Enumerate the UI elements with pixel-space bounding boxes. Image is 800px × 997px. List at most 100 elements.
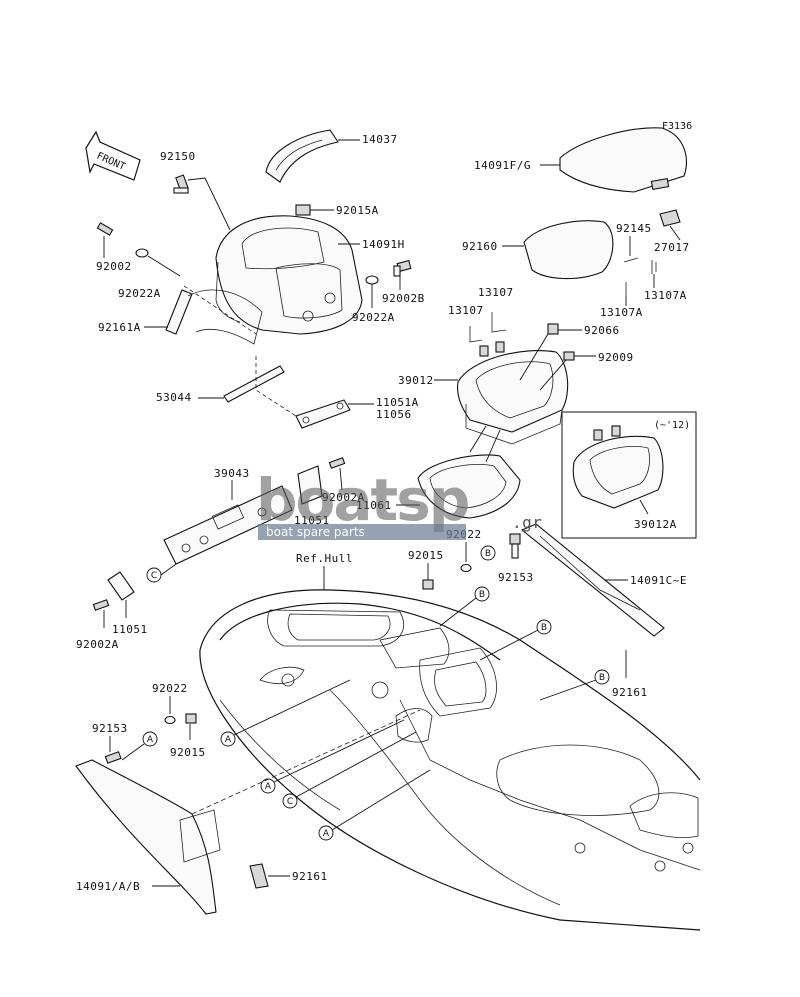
callout-c-2 xyxy=(282,793,298,809)
screw-92009-icon xyxy=(563,351,575,361)
pins-13107A-icon xyxy=(625,260,657,296)
watermark-tagline: boat spare parts xyxy=(266,525,365,539)
gasket-92160-icon xyxy=(523,220,614,280)
label-92145: 92145 xyxy=(616,222,652,235)
variant-note: (~'12) xyxy=(654,420,690,431)
label-27017: 27017 xyxy=(654,241,690,254)
label-53044: 53044 xyxy=(156,391,192,404)
strip-92161A-icon xyxy=(165,289,263,345)
hull-icon xyxy=(199,589,701,931)
hinge-pins-13107-icon xyxy=(469,312,507,343)
bolt-92153-mid-icon xyxy=(509,533,521,559)
label-14091FG: 14091F/G xyxy=(474,159,531,172)
pin-92145-icon xyxy=(623,257,639,263)
label-13107A-left: 13107A xyxy=(600,306,643,319)
bucket-39012-icon xyxy=(456,341,569,445)
label-92022-left: 92022 xyxy=(152,682,188,695)
callout-b-1 xyxy=(480,545,496,561)
watermark-logo-text: boatsp xyxy=(256,466,468,534)
washer-92022-mid-icon xyxy=(460,563,472,573)
panel-39043-icon xyxy=(163,485,293,565)
washer-92022A-left-icon xyxy=(135,248,149,258)
bolt-92150-icon xyxy=(173,174,189,194)
washer-92022-left-icon xyxy=(164,715,176,725)
label-92002B: 92002B xyxy=(382,292,425,305)
washer-92022A-right-icon xyxy=(365,275,379,285)
callout-a-3-text: A xyxy=(323,829,330,839)
callout-a-2-text: A xyxy=(265,782,272,792)
label-11051A: 11051A xyxy=(376,396,419,409)
trim-14091CE-icon xyxy=(520,523,665,637)
nut-92015-left-icon xyxy=(185,713,197,724)
cowl-14091H-icon xyxy=(215,215,363,335)
bracket-11051A-icon xyxy=(295,399,351,429)
label-11056: 11056 xyxy=(376,408,412,421)
bolt-92002A-mid-icon xyxy=(328,457,346,469)
callout-b-1-text: B xyxy=(485,549,491,559)
watermark-suffix: .gr xyxy=(512,513,542,532)
bolt-92002-icon xyxy=(96,222,114,236)
label-11051-left: 11051 xyxy=(112,623,148,636)
tag-27017-icon xyxy=(659,209,681,227)
label-92015-mid: 92015 xyxy=(408,549,444,562)
label-92022A-right: 92022A xyxy=(352,311,395,324)
clip-92015A-icon xyxy=(295,204,311,216)
callout-b-4-text: B xyxy=(599,673,605,683)
callout-a-1-text: A xyxy=(225,735,232,745)
label-92015A: 92015A xyxy=(336,204,379,217)
label-92002A-left: 92002A xyxy=(76,638,119,651)
label-92160: 92160 xyxy=(462,240,498,253)
callout-b-2-text: B xyxy=(479,590,485,600)
label-92015-left: 92015 xyxy=(170,746,206,759)
label-92161-bottom: 92161 xyxy=(292,870,328,883)
label-14091AB: 14091/A/B xyxy=(76,880,140,893)
callout-c-1-text: C xyxy=(151,571,157,581)
nut-92015-mid-icon xyxy=(422,579,434,590)
label-92002: 92002 xyxy=(96,260,132,273)
bolt-92002A-left-icon xyxy=(92,599,110,611)
label-92161A: 92161A xyxy=(98,321,141,334)
label-39012: 39012 xyxy=(398,374,434,387)
label-92009: 92009 xyxy=(598,351,634,364)
bracket-11051-left-icon xyxy=(107,571,135,601)
callout-b-3-text: B xyxy=(541,623,547,633)
label-11061: 11061 xyxy=(356,499,392,512)
callout-a-4 xyxy=(142,731,158,747)
callout-b-4 xyxy=(594,669,610,685)
label-14091CE: 14091C~E xyxy=(630,574,687,587)
label-92161-right: 92161 xyxy=(612,686,648,699)
label-39043: 39043 xyxy=(214,467,250,480)
label-92002A-mid: 92002A xyxy=(322,491,365,504)
label-92153-left: 92153 xyxy=(92,722,128,735)
label-92022A-left: 92022A xyxy=(118,287,161,300)
rod-53044-icon xyxy=(223,365,285,403)
figure-code: F3136 xyxy=(662,121,692,132)
gasket-11061-icon xyxy=(417,454,521,519)
label-92153-mid: 92153 xyxy=(498,571,534,584)
label-13107-b: 13107 xyxy=(478,286,514,299)
label-92150: 92150 xyxy=(160,150,196,163)
lid-14091FG-icon xyxy=(559,127,687,193)
callout-c-2-text: C xyxy=(287,797,293,807)
front-arrow-icon: FRONT xyxy=(85,130,141,181)
callout-a-1 xyxy=(220,731,236,747)
label-14091H: 14091H xyxy=(362,238,405,251)
label-39012A: 39012A xyxy=(634,518,677,531)
part-14037-icon xyxy=(265,129,339,183)
strip-92161-bottom-icon xyxy=(249,863,269,889)
label-13107A-right: 13107A xyxy=(644,289,687,302)
ref-hull-label: Ref.Hull xyxy=(296,552,353,565)
bracket-11051-mid-icon xyxy=(297,465,323,505)
callout-b-2 xyxy=(474,586,490,602)
label-11051-mid: 11051 xyxy=(294,514,330,527)
callout-a-3 xyxy=(318,825,334,841)
bucket-39012A-icon xyxy=(572,425,664,509)
callout-a-4-text: A xyxy=(147,735,154,745)
side-trim-14091AB-icon xyxy=(75,759,221,915)
label-92066: 92066 xyxy=(584,324,620,337)
bolt-92153-left-icon xyxy=(104,751,122,764)
bolt-92002B-icon xyxy=(393,259,412,277)
label-14037: 14037 xyxy=(362,133,398,146)
